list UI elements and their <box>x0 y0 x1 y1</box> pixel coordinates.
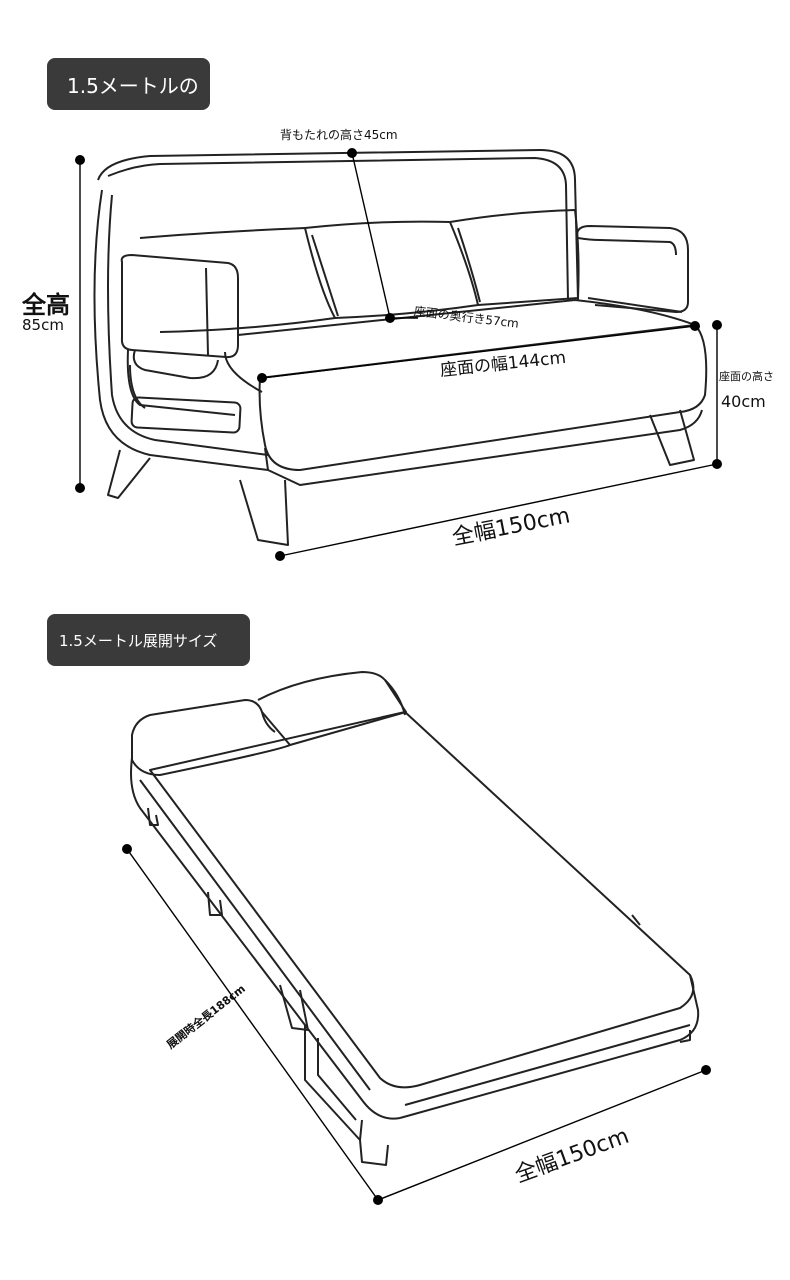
sofa-dimension-endpoints <box>75 148 722 561</box>
total-height-label: 全高 <box>22 291 70 319</box>
seat-height-value: 40cm <box>721 392 766 411</box>
sofa-dimension-lines <box>79 152 718 557</box>
section-badge-bed: 1.5メートル展開サイズ <box>47 614 250 666</box>
sofa-illustration <box>93 149 708 546</box>
bed-dimension-lines <box>126 848 707 1201</box>
sofa-bed-illustration <box>130 671 700 1166</box>
backrest-height-label: 背もたれの高さ45cm <box>280 128 398 142</box>
seat-height-label: 座面の高さ <box>719 370 774 383</box>
bed-dimension-endpoints <box>122 844 711 1205</box>
section-badge-sofa-label: 1.5メートルの <box>67 73 199 98</box>
total-height-value: 85cm <box>22 316 64 334</box>
section-badge-bed-label: 1.5メートル展開サイズ <box>59 631 218 650</box>
section-badge-sofa: 1.5メートルの <box>47 58 210 110</box>
